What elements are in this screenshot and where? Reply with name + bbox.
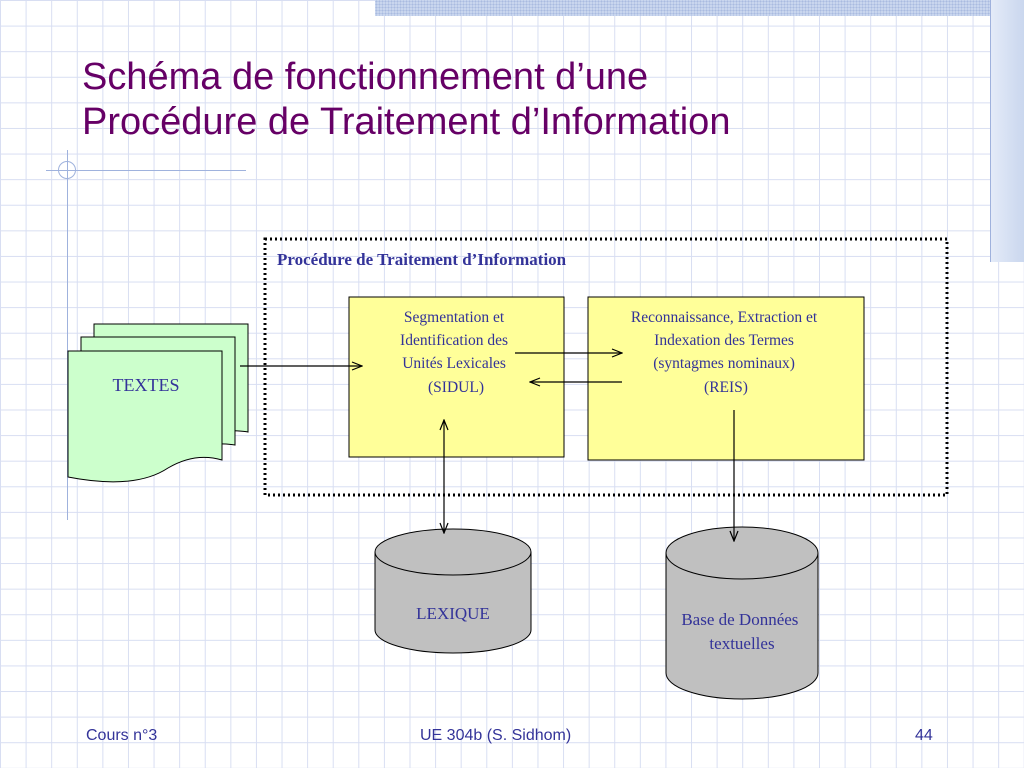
sidul-line-3: Unités Lexicales [402,355,506,372]
database-line-2: textuelles [709,634,774,653]
slide-title: Schéma de fonctionnement d’une Procédure… [82,55,942,145]
lexique-cylinder: LEXIQUE [374,528,532,654]
reis-label: Reconnaissance, Extraction et Indexation… [631,309,821,396]
database-label: Base de Données textuelles [681,610,802,653]
header-decoration-band [375,0,1024,16]
container-label: Procédure de Traitement d’Information [277,250,567,269]
textes-document-stack: TEXTES [67,323,249,483]
title-line-2: Procédure de Traitement d’Information [82,101,731,143]
database-line-1: Base de Données [681,610,798,629]
sidul-box: Segmentation et Identification des Unité… [348,296,565,458]
database-cylinder: Base de Données textuelles [665,526,819,700]
sidul-line-1: Segmentation et [404,309,505,326]
footer-unit: UE 304b (S. Sidhom) [420,727,572,744]
lexique-label: LEXIQUE [416,604,490,623]
slide-number: 44 [915,727,933,744]
title-underline [46,170,246,171]
left-vertical-rule [67,150,68,520]
reis-line-4: (REIS) [704,379,748,396]
reis-box: Reconnaissance, Extraction et Indexation… [587,296,865,461]
reis-line-1: Reconnaissance, Extraction et [631,309,818,326]
side-decoration-band [990,0,1024,262]
procedure-container [263,237,949,497]
title-line-1: Schéma de fonctionnement d’une [82,56,649,98]
reis-line-2: Indexation des Termes [654,332,794,349]
textes-label: TEXTES [113,375,180,395]
reis-line-3: (syntagmes nominaux) [653,355,795,372]
textes-document [67,350,223,483]
sidul-label: Segmentation et Identification des Unité… [400,309,512,396]
sidul-line-2: Identification des [400,332,508,349]
footer-course: Cours n°3 [86,727,158,744]
sidul-line-4: (SIDUL) [428,379,484,396]
rule-crosshair-circle [58,161,76,179]
